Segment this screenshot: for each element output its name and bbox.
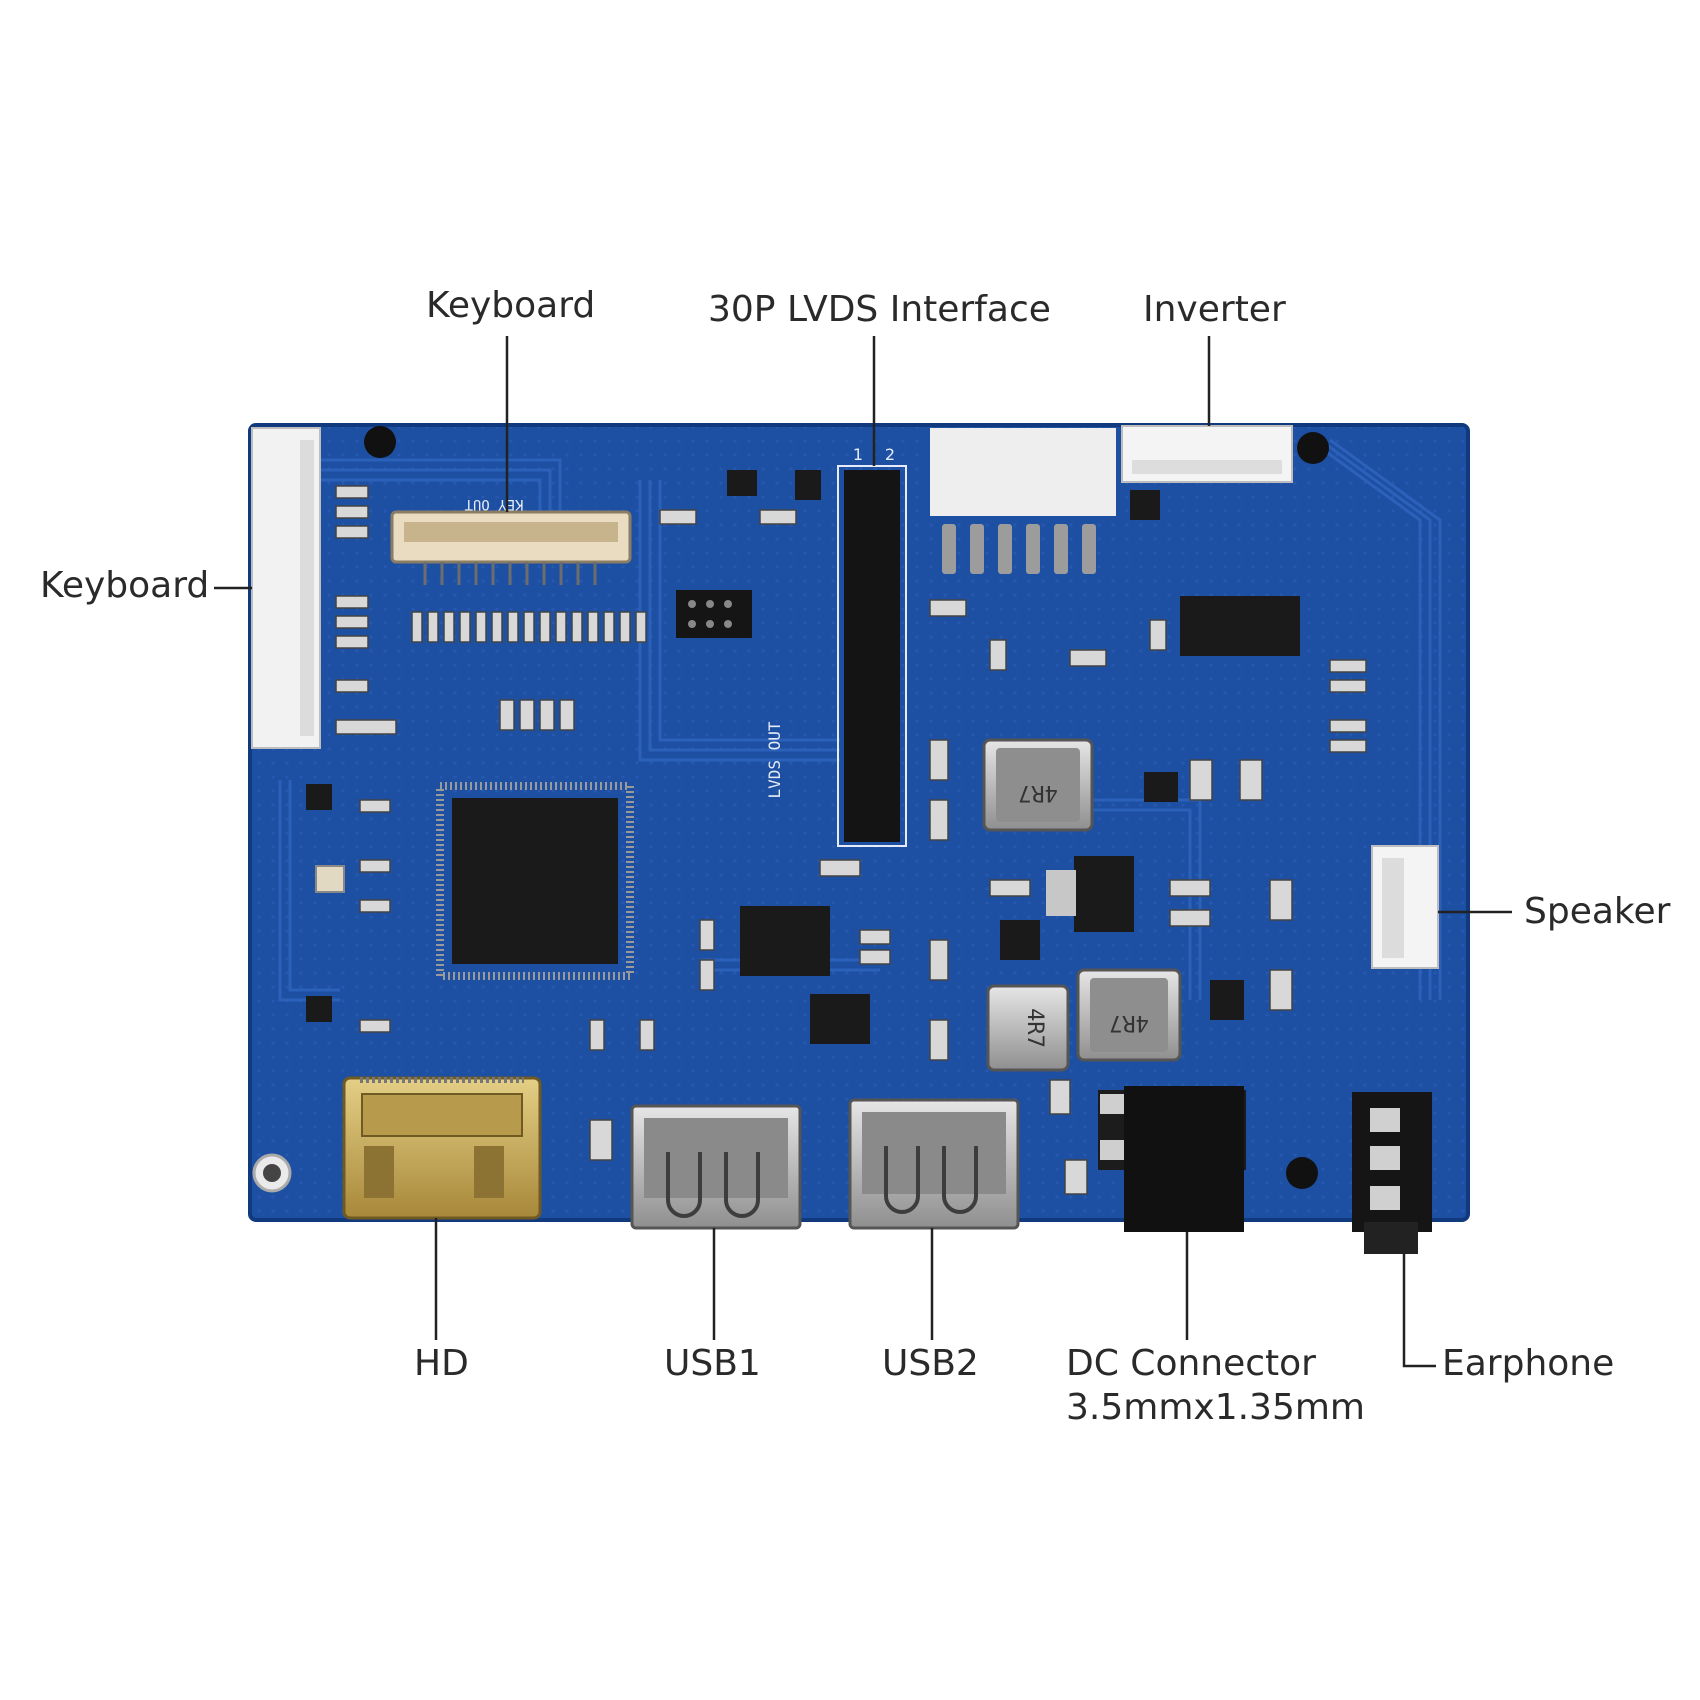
label-keyboard-top: Keyboard xyxy=(426,285,596,326)
lvds-pin1-silkscreen: 1 xyxy=(853,445,863,464)
label-earphone: Earphone xyxy=(1442,1343,1615,1384)
key-out-silkscreen: KEY OUT xyxy=(464,496,524,512)
inductor-3: 4R7 xyxy=(1076,968,1182,1062)
label-usb2: USB2 xyxy=(882,1343,979,1384)
lvds-out-silkscreen: LVDS OUT xyxy=(765,721,784,798)
inductor-3-code: 4R7 xyxy=(1109,1010,1149,1035)
hd-port xyxy=(342,1076,542,1220)
label-dc-connector: DC Connector xyxy=(1066,1343,1316,1384)
label-lvds-interface: 30P LVDS Interface xyxy=(708,289,1051,330)
leader-lines xyxy=(214,336,1512,1368)
usb2-port xyxy=(848,1098,1020,1230)
voltage-regulator xyxy=(1046,856,1134,932)
label-usb1: USB1 xyxy=(664,1343,761,1384)
smd-component-row xyxy=(335,485,1367,1195)
inductor-1-code: 4R7 xyxy=(1018,780,1058,805)
earphone-jack xyxy=(1352,1092,1432,1254)
crystal xyxy=(315,865,345,893)
dc-connector xyxy=(1098,1086,1246,1232)
jumper-block xyxy=(676,590,752,638)
inductor-2: 4R7 xyxy=(986,984,1070,1072)
left-keyboard-connector xyxy=(251,427,321,749)
label-hd: HD xyxy=(414,1343,469,1384)
lvds-header: 1 2 LVDS OUT xyxy=(765,445,907,847)
inverter-connector xyxy=(930,425,1293,574)
inductor-1: 4R7 xyxy=(982,738,1094,832)
speaker-connector xyxy=(1371,845,1439,969)
top-keyboard-connector: KEY OUT xyxy=(390,496,632,585)
label-dc-size: 3.5mmx1.35mm xyxy=(1066,1387,1365,1428)
inductor-2-code: 4R7 xyxy=(1022,1008,1047,1048)
label-inverter: Inverter xyxy=(1143,289,1286,330)
lvds-pin2-silkscreen: 2 xyxy=(885,445,895,464)
label-keyboard-left: Keyboard xyxy=(40,565,210,606)
label-speaker: Speaker xyxy=(1524,891,1671,932)
main-chip xyxy=(436,782,634,980)
usb1-port xyxy=(630,1104,802,1230)
